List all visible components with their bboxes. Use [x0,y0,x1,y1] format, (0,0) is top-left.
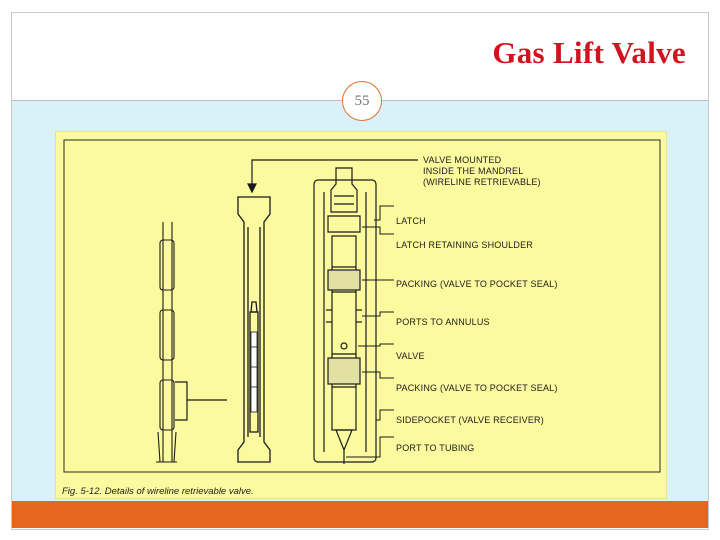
bottom-accent-bar [12,501,708,528]
valve-detail [313,167,377,464]
callout-label: PACKING (VALVE TO POCKET SEAL) [396,279,558,289]
valve-diagram: VALVE MOUNTED INSIDE THE MANDREL (WIRELI… [62,139,661,497]
tubing-string [156,222,177,463]
callout-label: LATCH [396,216,426,226]
header-arrow [247,159,418,194]
connector-bracket [175,381,227,421]
callout-label: SIDEPOCKET (VALVE RECEIVER) [396,415,544,425]
slide-title: Gas Lift Valve [492,35,686,70]
figure-caption: Fig. 5-12. Details of wireline retrievab… [62,486,254,497]
header-line-1: VALVE MOUNTED [423,155,502,165]
callout-label: VALVE [396,351,425,361]
header-line-2: INSIDE THE MANDREL [423,166,523,176]
mandrel-body [237,196,271,463]
valve-figure: VALVE MOUNTED INSIDE THE MANDREL (WIRELI… [55,131,667,499]
callout-label: PORT TO TUBING [396,443,475,453]
callout-leaders [346,205,394,458]
page-number: 55 [354,92,370,109]
callout-label: PACKING (VALVE TO POCKET SEAL) [396,383,558,393]
callout-label: PORTS TO ANNULUS [396,317,490,327]
mandrel-valve [250,331,258,413]
header-line-3: (WIRELINE RETRIEVABLE) [423,177,541,187]
drawing-frame [63,139,661,473]
page-number-badge: 55 [342,81,382,121]
callout-label: LATCH RETAINING SHOULDER [396,240,533,250]
